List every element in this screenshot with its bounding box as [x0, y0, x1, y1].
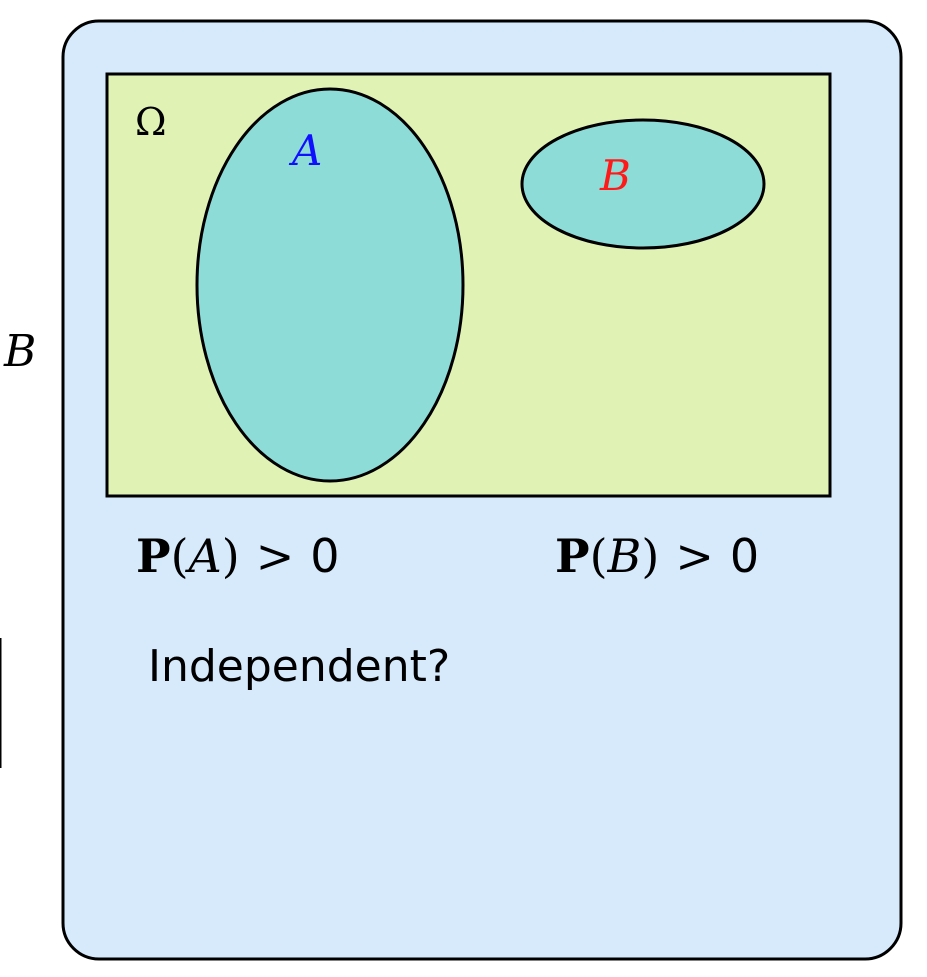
- prob-b-close: ): [641, 529, 659, 583]
- prob-b-open: (: [590, 529, 608, 583]
- outside-label: B: [3, 326, 36, 377]
- prob-a-close: ): [222, 529, 240, 583]
- prob-a-var: A: [185, 529, 222, 583]
- prob-b-expression: P(B) >0: [555, 529, 759, 583]
- event-b-ellipse: [520, 118, 766, 250]
- prob-a-rel: >: [256, 529, 295, 583]
- event-a-label: A: [288, 126, 322, 175]
- prob-b-value: 0: [730, 529, 759, 583]
- prob-a-value: 0: [310, 529, 339, 583]
- question-text: Independent?: [148, 641, 450, 692]
- prob-b-rel: >: [675, 529, 714, 583]
- omega-label: Ω: [135, 100, 167, 144]
- prob-a-open: (: [171, 529, 189, 583]
- event-a-ellipse: [195, 87, 465, 483]
- prob-a-expression: P(A) >0: [136, 529, 340, 583]
- prob-b-op: P: [555, 529, 590, 583]
- prob-a-op: P: [136, 529, 171, 583]
- prob-b-var: B: [607, 529, 642, 583]
- event-b-label: B: [599, 151, 631, 200]
